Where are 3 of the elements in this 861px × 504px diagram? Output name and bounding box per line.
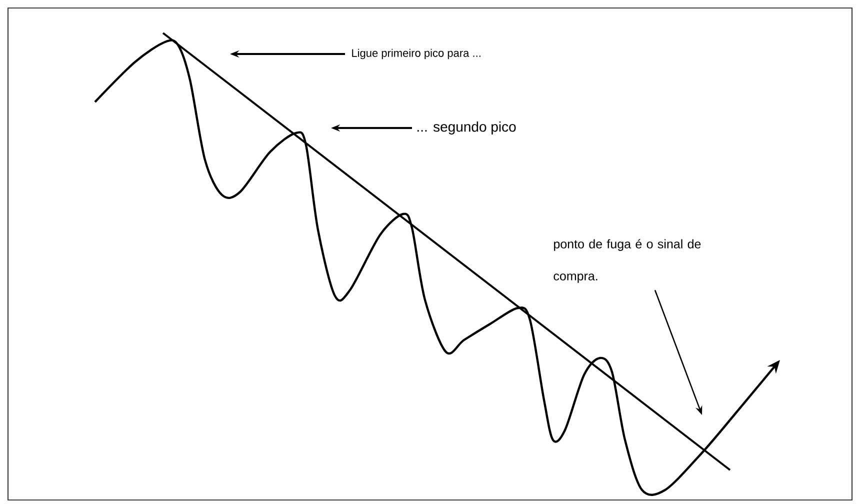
callout-text: Ligue primeiro pico para ... (352, 48, 480, 60)
callout-text: ... segundo pico (418, 121, 516, 135)
callout-text: ponto de fuga é o sinal de compra. (554, 239, 701, 283)
